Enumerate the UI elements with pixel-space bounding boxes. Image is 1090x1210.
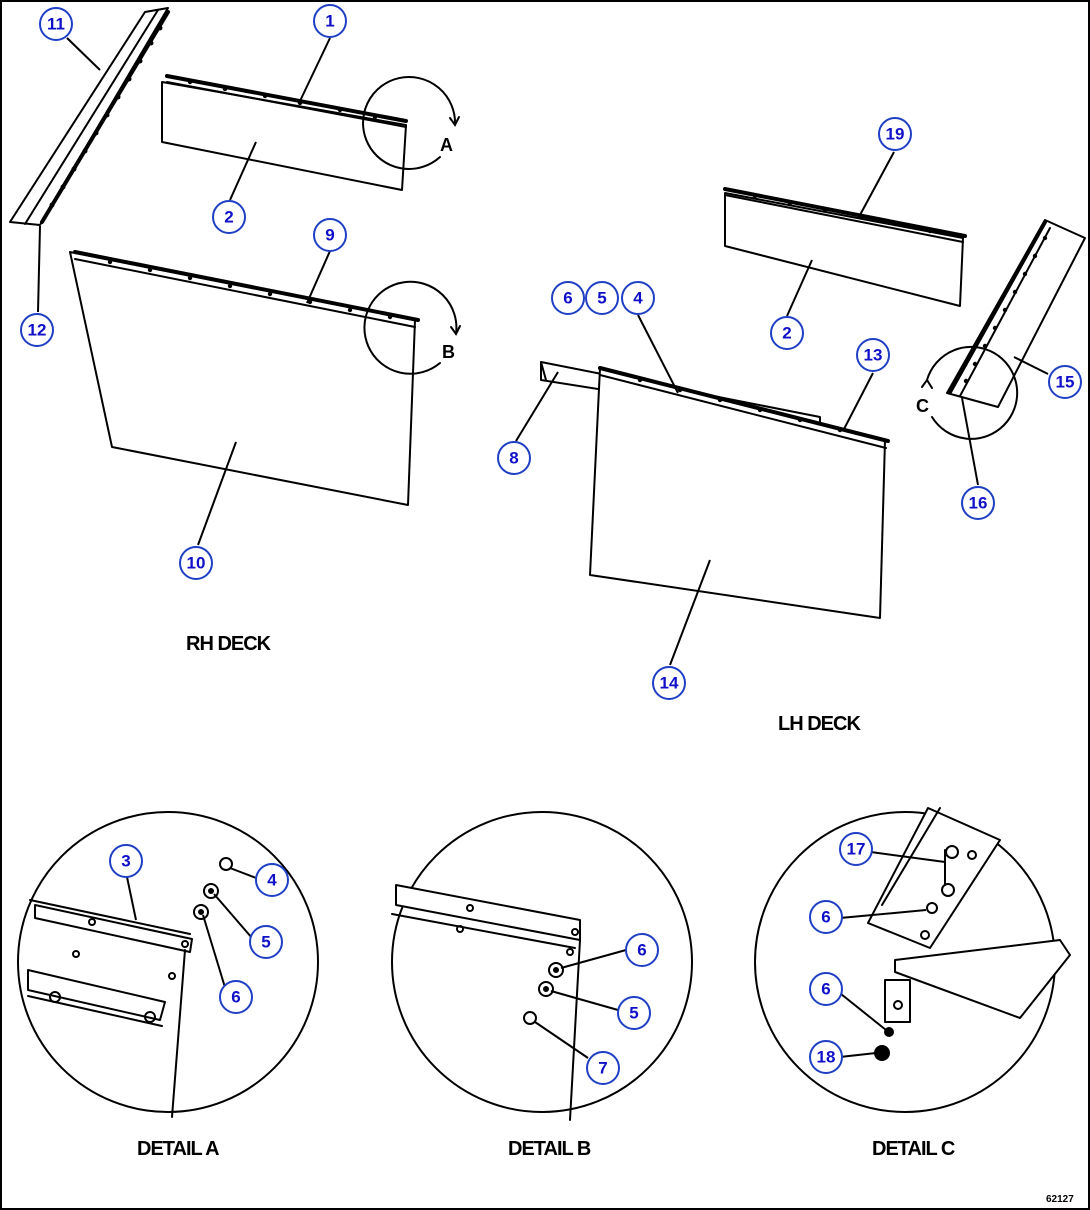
svg-text:4: 4 xyxy=(267,871,277,890)
callout-lh-5: 5 xyxy=(585,281,619,315)
svg-text:5: 5 xyxy=(629,1004,638,1023)
callout-b-7: 7 xyxy=(586,1051,620,1085)
callout-c-6a: 6 xyxy=(809,900,843,934)
callout-lh-6: 6 xyxy=(551,281,585,315)
detail-a-marker: A xyxy=(440,135,453,155)
callout-lh-2: 2 xyxy=(770,316,804,350)
detail-a-marker-circle xyxy=(362,75,457,170)
svg-text:11: 11 xyxy=(47,15,65,34)
lh-large-panel-part-14 xyxy=(589,366,890,619)
detail-c-marker: C xyxy=(916,396,929,416)
callout-lh-16: 16 xyxy=(961,486,995,520)
callout-b-5: 5 xyxy=(617,996,651,1030)
svg-text:1: 1 xyxy=(325,12,334,31)
svg-text:13: 13 xyxy=(864,346,883,365)
callout-a-3: 3 xyxy=(109,844,143,878)
lh-rail-part-15 xyxy=(946,219,1086,408)
svg-text:6: 6 xyxy=(821,980,830,999)
callout-rh-10: 10 xyxy=(179,546,213,580)
svg-text:6: 6 xyxy=(231,988,240,1007)
svg-text:15: 15 xyxy=(1056,373,1075,392)
svg-text:6: 6 xyxy=(563,289,572,308)
svg-text:5: 5 xyxy=(261,933,270,952)
callout-lh-15: 15 xyxy=(1048,365,1082,399)
callout-rh-9: 9 xyxy=(313,218,347,252)
svg-text:6: 6 xyxy=(821,908,830,927)
detail-b-marker: B xyxy=(442,342,455,362)
callout-lh-19: 19 xyxy=(878,117,912,151)
lh-deck-view: C LH DECK xyxy=(515,151,1086,735)
svg-text:16: 16 xyxy=(969,494,988,513)
callout-c-17: 17 xyxy=(839,832,873,866)
detail-a-label: DETAIL A xyxy=(137,1138,219,1160)
svg-text:14: 14 xyxy=(660,674,679,693)
callout-rh-11: 11 xyxy=(39,7,73,41)
callout-lh-14: 14 xyxy=(652,666,686,700)
svg-text:7: 7 xyxy=(598,1059,607,1078)
detail-b-marker-circle xyxy=(363,280,458,375)
detail-c-label: DETAIL C xyxy=(872,1138,955,1160)
detail-a-view: DETAIL A xyxy=(17,811,319,1160)
callout-lh-13: 13 xyxy=(856,338,890,372)
callout-balloons: 1 11 2 9 12 10 19 2 6 5 4 13 15 8 16 14 … xyxy=(20,4,1082,1085)
lh-deck-label: LH DECK xyxy=(778,713,861,735)
rh-large-panel-part-10 xyxy=(69,250,420,506)
svg-text:2: 2 xyxy=(224,208,233,227)
callout-rh-2: 2 xyxy=(212,200,246,234)
svg-text:4: 4 xyxy=(633,289,643,308)
callout-b-6: 6 xyxy=(625,933,659,967)
callout-rh-12: 12 xyxy=(20,313,54,347)
svg-text:18: 18 xyxy=(817,1048,836,1067)
svg-text:19: 19 xyxy=(886,125,905,144)
detail-b-label: DETAIL B xyxy=(508,1138,591,1160)
rh-deck-label: RH DECK xyxy=(186,633,272,655)
callout-rh-1: 1 xyxy=(313,4,347,38)
svg-text:3: 3 xyxy=(121,852,130,871)
detail-c-view: DETAIL C xyxy=(754,807,1071,1160)
callout-a-6: 6 xyxy=(219,980,253,1014)
lh-small-panel-part-2 xyxy=(723,187,967,307)
detail-b-view: DETAIL B xyxy=(391,811,693,1160)
rh-small-panel-part-2 xyxy=(161,74,408,191)
svg-text:12: 12 xyxy=(28,321,47,340)
callout-lh-8: 8 xyxy=(497,441,531,475)
callout-lh-4: 4 xyxy=(621,281,655,315)
svg-text:17: 17 xyxy=(847,840,866,859)
callout-c-18: 18 xyxy=(809,1040,843,1074)
svg-text:5: 5 xyxy=(597,289,606,308)
svg-text:8: 8 xyxy=(509,449,518,468)
detail-c-marker-circle xyxy=(926,345,1019,440)
svg-text:10: 10 xyxy=(187,554,206,573)
svg-text:2: 2 xyxy=(782,324,791,343)
rh-deck-view: A B RH DECK xyxy=(9,7,461,655)
callout-a-4: 4 xyxy=(255,863,289,897)
callout-c-6b: 6 xyxy=(809,972,843,1006)
svg-text:9: 9 xyxy=(325,226,334,245)
svg-text:6: 6 xyxy=(637,941,646,960)
angle-rail-part-11 xyxy=(9,7,170,226)
drawing-code: 62127 xyxy=(1046,1194,1074,1205)
callout-a-5: 5 xyxy=(249,925,283,959)
